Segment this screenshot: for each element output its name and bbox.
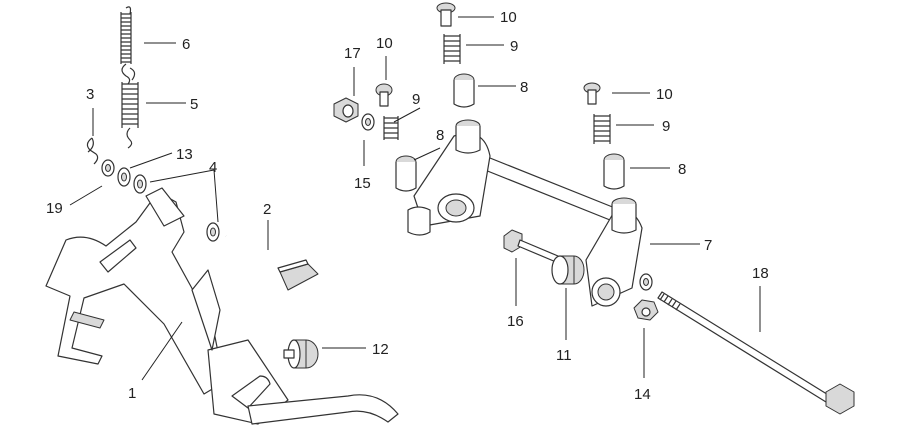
nut-part-17 bbox=[333, 97, 359, 123]
bushing-part-8-left bbox=[395, 155, 417, 192]
callout-10c: 10 bbox=[656, 86, 673, 103]
callout-10b: 10 bbox=[500, 9, 517, 26]
spring-part-5 bbox=[121, 67, 139, 149]
callout-13: 13 bbox=[176, 146, 193, 163]
spring-part-9-left bbox=[383, 116, 399, 140]
callout-5: 5 bbox=[190, 96, 198, 113]
washer-part-15 bbox=[361, 113, 375, 131]
callout-15: 15 bbox=[354, 175, 371, 192]
callout-4: 4 bbox=[209, 159, 217, 176]
callout-3: 3 bbox=[86, 86, 94, 103]
callout-numbers: 1 2 3 4 5 6 7 8 8 8 9 9 9 10 10 10 11 12… bbox=[46, 9, 769, 403]
callout-11: 11 bbox=[556, 347, 572, 364]
long-bolt-part-18 bbox=[657, 291, 855, 415]
callout-2: 2 bbox=[263, 201, 271, 218]
pedal-pin-part-2 bbox=[225, 234, 319, 291]
callout-18: 18 bbox=[752, 265, 769, 282]
swing-arm-part-7 bbox=[407, 119, 643, 307]
callout-9a: 9 bbox=[412, 91, 420, 108]
callout-8c: 8 bbox=[678, 161, 686, 178]
spring-part-9-right bbox=[593, 114, 611, 144]
callout-14: 14 bbox=[634, 386, 651, 403]
callout-8a: 8 bbox=[436, 127, 444, 144]
washer-stack bbox=[101, 159, 220, 242]
rivet-part-10-left bbox=[375, 83, 393, 107]
bushing-part-8-middle bbox=[453, 73, 475, 108]
callout-9b: 9 bbox=[510, 38, 518, 55]
callout-12: 12 bbox=[372, 341, 389, 358]
leader-lines bbox=[69, 16, 761, 381]
callout-10a: 10 bbox=[376, 35, 393, 52]
callout-7: 7 bbox=[704, 237, 712, 254]
rivet-part-10-right bbox=[583, 82, 601, 105]
callout-9c: 9 bbox=[662, 118, 670, 135]
callout-1: 1 bbox=[128, 385, 136, 402]
callout-16: 16 bbox=[507, 313, 524, 330]
bolt-part-16 bbox=[503, 229, 559, 263]
spacer-part-11 bbox=[551, 255, 585, 285]
rubber-bumper-part-12 bbox=[283, 339, 319, 369]
callout-6: 6 bbox=[182, 36, 190, 53]
spring-part-6 bbox=[120, 6, 132, 85]
spring-part-9-middle bbox=[443, 34, 461, 64]
bushing-part-8-right bbox=[603, 153, 625, 190]
center-stand-part-1 bbox=[45, 187, 399, 425]
callout-19: 19 bbox=[46, 200, 63, 217]
rivet-part-10-middle bbox=[436, 2, 456, 27]
cotter-pin-part-3 bbox=[86, 137, 99, 165]
callout-17: 17 bbox=[344, 45, 361, 62]
callout-8b: 8 bbox=[520, 79, 528, 96]
nut-part-14 bbox=[633, 273, 659, 321]
